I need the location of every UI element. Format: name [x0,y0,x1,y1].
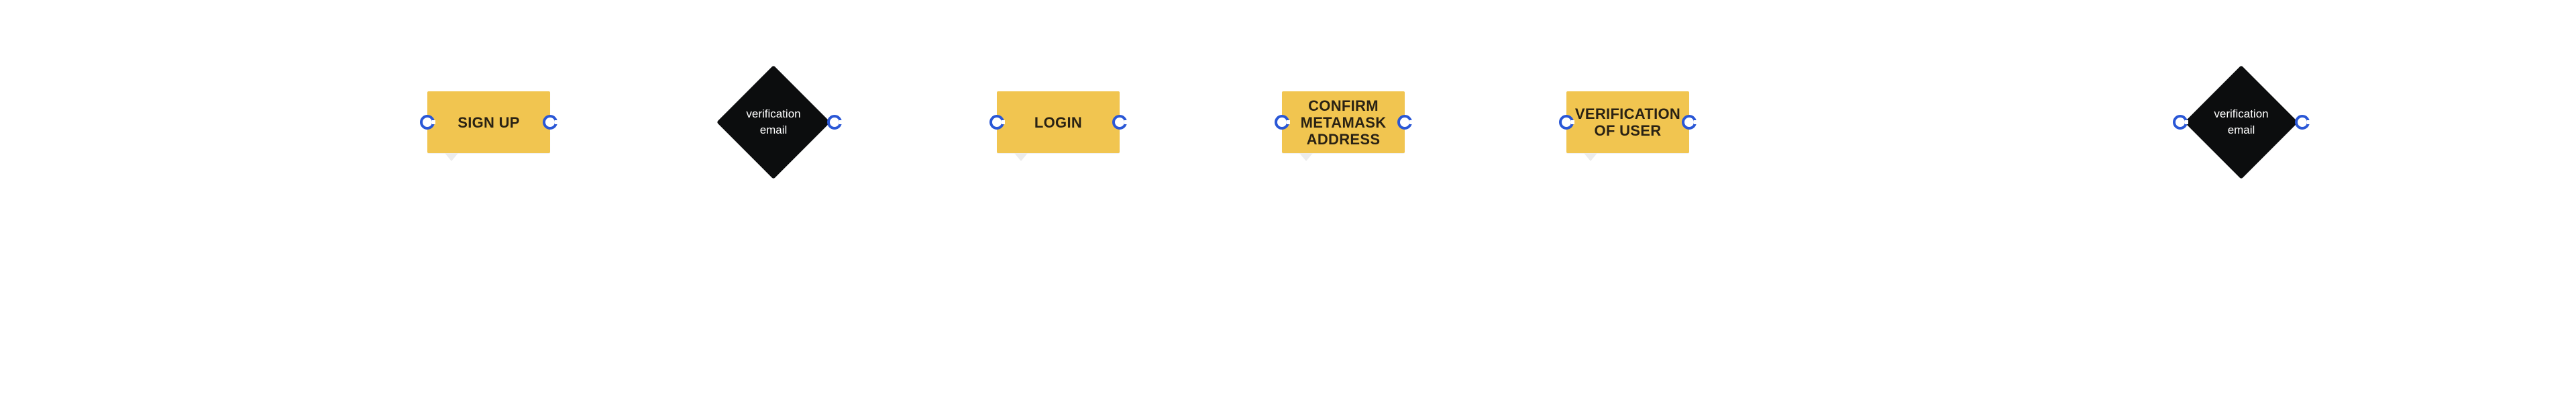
confirm-metamask-step[interactable]: CONFIRM METAMASK ADDRESS [1282,91,1405,161]
connector-handle-confirm-metamask-left[interactable] [1275,115,1290,130]
connector-handle-verification-of-user-right[interactable] [1682,115,1697,130]
verification-email-label-2: verification email [2214,107,2269,136]
connector-handle-confirm-metamask-right[interactable] [1397,115,1413,130]
sign-up-step[interactable]: SIGN UP [427,91,550,161]
verification-of-user-label: VERIFICATION OF USER [1574,105,1681,139]
sticky-tail [445,153,458,161]
verification-of-user-step[interactable]: VERIFICATION OF USER [1566,91,1689,161]
connector-handle-verification-of-user-left[interactable] [1559,115,1574,130]
sticky-tail [1584,153,1597,161]
login-label: LOGIN [1034,113,1083,131]
sticky-tail [1299,153,1313,161]
connector-handle-login-left[interactable] [989,115,1005,130]
connector-handle-verification-email-2-right[interactable] [2295,115,2310,130]
connector-handle-login-right[interactable] [1112,115,1128,130]
sign-up-label: SIGN UP [458,113,520,131]
verification-email-decision-2[interactable]: verification email [2184,65,2298,179]
verification-email-decision[interactable]: verification email [716,65,830,179]
connector-handle-sign-up-right[interactable] [543,115,558,130]
sticky-tail [1014,153,1028,161]
verification-email-label: verification email [746,107,801,136]
confirm-metamask-label: CONFIRM METAMASK ADDRESS [1300,97,1387,148]
connector-handle-sign-up-left[interactable] [420,115,435,130]
connector-handle-verification-email-right[interactable] [827,115,843,130]
connector-handle-verification-email-2-left[interactable] [2173,115,2188,130]
login-step[interactable]: LOGIN [997,91,1120,161]
